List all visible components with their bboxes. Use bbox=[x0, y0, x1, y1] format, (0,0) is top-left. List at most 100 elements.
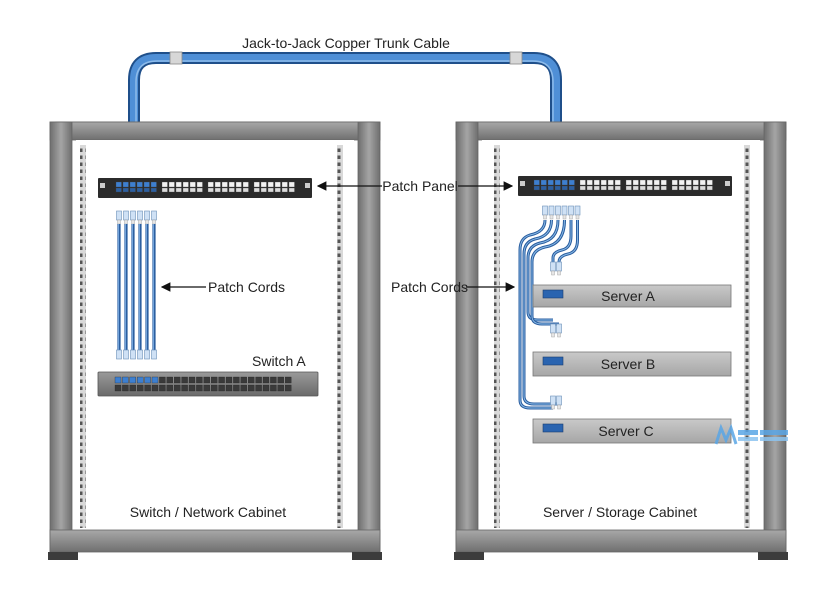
switch-port-bottom-5 bbox=[151, 384, 159, 392]
right-cord-top-plug-4 bbox=[568, 205, 574, 216]
switch-port-top-8 bbox=[174, 376, 181, 384]
server-c bbox=[532, 418, 732, 444]
rightPanelPorts-port-18 bbox=[671, 179, 678, 186]
left-cabinet-post-left bbox=[49, 121, 73, 553]
left-patch-cords bbox=[116, 210, 157, 360]
switch-port-bottom-12 bbox=[203, 384, 210, 392]
rightPanelPorts-port-7 bbox=[586, 179, 593, 186]
rightPanelPorts-port-13 bbox=[632, 179, 639, 186]
switch-port-bottom-17 bbox=[240, 384, 247, 392]
rightPanelPorts-port-lower-3 bbox=[554, 185, 561, 191]
leftPanelPorts-port-lower-2 bbox=[129, 187, 136, 193]
switch-port-top-5 bbox=[151, 376, 159, 384]
switch-port-top-7 bbox=[166, 376, 173, 384]
leftPanelPorts-port-8 bbox=[175, 181, 182, 188]
rightPanelPorts-port-lower-1 bbox=[540, 185, 547, 191]
right-cord-top-plug-2 bbox=[555, 205, 561, 216]
leftPanelPorts-port-lower-21 bbox=[274, 187, 281, 193]
leftPanelPorts-port-lower-16 bbox=[235, 187, 242, 193]
switch-port-bottom-4 bbox=[144, 384, 151, 392]
right-cord-shine-5 bbox=[558, 220, 578, 263]
leftPanelPorts-port-18 bbox=[253, 181, 260, 188]
switch-port-bottom-23 bbox=[285, 384, 292, 392]
leftPanelPorts-port-15 bbox=[228, 181, 235, 188]
leftPanelPorts-port-22 bbox=[281, 181, 288, 188]
server-a bbox=[532, 284, 732, 308]
switch-port-bottom-9 bbox=[181, 384, 188, 392]
left-cabinet-foot-left bbox=[48, 552, 78, 560]
leftPanelPorts-port-lower-6 bbox=[161, 187, 168, 193]
right-cord-shine-1 bbox=[523, 219, 559, 405]
leftPanelPorts-port-9 bbox=[182, 181, 189, 188]
rightPanelPorts-port-lower-5 bbox=[568, 185, 575, 191]
trunk-sleeve-left bbox=[169, 51, 183, 65]
right-cord-top-plug-4-tip bbox=[569, 214, 573, 220]
leftPanelPorts-port-6 bbox=[161, 181, 168, 188]
right-cord-top-plug-1-tip bbox=[549, 214, 554, 220]
rightPanelPorts-port-lower-19 bbox=[678, 185, 685, 191]
left-cabinet-top bbox=[49, 121, 381, 141]
switch-port-bottom-6 bbox=[159, 384, 166, 392]
rightPanelPorts-port-lower-7 bbox=[586, 185, 593, 191]
left-cord-top-plug-2 bbox=[130, 210, 136, 221]
switch-port-bottom-16 bbox=[233, 384, 240, 392]
leftPanelPorts-port-lower-23 bbox=[288, 187, 295, 193]
right-cord-top-plug-0-tip bbox=[543, 214, 547, 220]
right-cabinet-foot-left bbox=[454, 552, 484, 560]
leftPanelPorts-port-lower-13 bbox=[214, 187, 221, 193]
leftPanelPorts-port-lower-7 bbox=[168, 187, 175, 193]
leftPanelPorts-port-7 bbox=[168, 181, 175, 188]
leftPanelPorts-port-19 bbox=[260, 181, 267, 188]
right-cord-shine-0 bbox=[519, 219, 553, 409]
leftPanelPorts-port-12 bbox=[207, 181, 214, 188]
switch-port-bottom-21 bbox=[270, 384, 277, 392]
right-rack-rail-right bbox=[744, 145, 750, 528]
right-cabinet bbox=[454, 121, 788, 560]
left-cord-top-plug-3 bbox=[137, 210, 143, 221]
right-rack-rail-left bbox=[494, 145, 500, 528]
left-cord-bottom-plug-1 bbox=[123, 349, 129, 360]
right-cord-shine-3 bbox=[531, 219, 565, 325]
left-rack-rail-left bbox=[80, 145, 86, 528]
rightPanelPorts-port-23 bbox=[706, 179, 713, 186]
leftPanelPorts-port-20 bbox=[267, 181, 274, 188]
switch-port-top-22 bbox=[277, 376, 284, 384]
leftPanelPorts-port-lower-3 bbox=[136, 187, 143, 193]
server-plug-tip-2 bbox=[551, 332, 555, 338]
leftPanelPorts-port-lower-4 bbox=[143, 187, 150, 193]
rightPanelPorts-port-4 bbox=[561, 179, 568, 186]
rightPanelPorts-port-12 bbox=[625, 179, 632, 186]
rightPanelPorts-port-15 bbox=[646, 179, 653, 186]
rightPanelPorts-port-lower-0 bbox=[533, 185, 540, 191]
leftPanelPorts-port-lower-14 bbox=[221, 187, 228, 193]
switch-a-label: Switch A bbox=[252, 353, 306, 369]
rightPanelPorts-port-3 bbox=[554, 179, 561, 186]
leftPanelPorts-port-lower-17 bbox=[242, 187, 249, 193]
server-plug-tip-5 bbox=[557, 404, 561, 410]
rightPanelPorts-port-lower-18 bbox=[671, 185, 678, 191]
left-cord-bottom-plug-3 bbox=[137, 349, 143, 360]
switch-port-bottom-1 bbox=[122, 384, 129, 392]
left-cord-top-plug-0-tip bbox=[117, 219, 121, 225]
server-plug-tip-3 bbox=[557, 332, 561, 338]
rightPanelPorts-port-11 bbox=[614, 179, 621, 186]
rightPanelPorts-port-lower-9 bbox=[600, 185, 607, 191]
left-cord-bottom-plug-5 bbox=[151, 349, 157, 360]
switch-port-top-14 bbox=[218, 376, 225, 384]
switch-port-top-16 bbox=[233, 376, 240, 384]
trunk-sleeve-right bbox=[509, 51, 523, 65]
right-cord-shine-4 bbox=[552, 220, 572, 262]
switch-port-top-20 bbox=[262, 376, 270, 384]
right-cabinet-top bbox=[455, 121, 787, 141]
rightPanelPorts-port-lower-14 bbox=[639, 185, 646, 191]
rightPanelPorts-port-17 bbox=[660, 179, 667, 186]
switch-port-bottom-8 bbox=[174, 384, 181, 392]
left-cabinet-foot-right bbox=[352, 552, 382, 560]
right-cord-top-plug-2-tip bbox=[556, 214, 560, 220]
rightPanelPorts-port-lower-21 bbox=[692, 185, 699, 191]
server-plug-0 bbox=[550, 261, 556, 272]
switch-port-top-21 bbox=[270, 376, 277, 384]
rightPanelPorts-port-14 bbox=[639, 179, 646, 186]
switch-port-top-2 bbox=[129, 376, 136, 384]
leftPanelPorts-port-lower-1 bbox=[122, 187, 129, 193]
